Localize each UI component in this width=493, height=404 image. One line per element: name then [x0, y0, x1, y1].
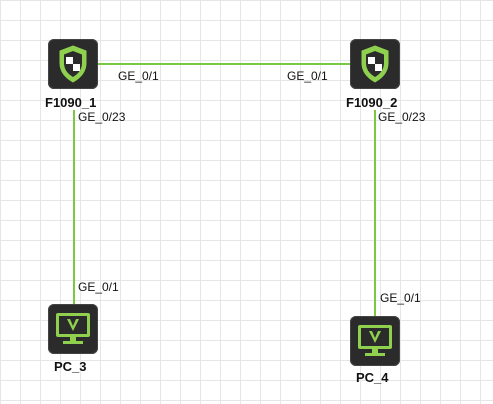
pc-monitor-icon — [56, 313, 90, 344]
firewall-node-f1090-2[interactable] — [350, 39, 400, 89]
pc-monitor-icon — [358, 325, 392, 356]
pc-node-pc-4[interactable] — [350, 316, 400, 366]
device-label-pc-4: PC_4 — [356, 370, 389, 385]
firewall-shield-icon — [361, 45, 389, 83]
device-label-f1090-2: F1090_2 — [346, 95, 398, 110]
firewall-shield-icon — [59, 45, 87, 83]
pc-node-pc-3[interactable] — [48, 304, 98, 354]
port-label-pc-3-ge-0-1: GE_0/1 — [78, 280, 119, 294]
port-label-f1090-1-ge-0-1: GE_0/1 — [118, 69, 159, 83]
port-label-f1090-2-ge-0-1: GE_0/1 — [287, 69, 328, 83]
firewall-node-f1090-1[interactable] — [48, 39, 98, 89]
device-label-pc-3: PC_3 — [54, 359, 87, 374]
link-f1090-2-to-pc-4[interactable] — [374, 110, 376, 316]
port-label-f1090-2-ge-0-23: GE_0/23 — [378, 110, 426, 124]
link-f1090-1-to-f1090-2[interactable] — [98, 63, 350, 65]
device-label-f1090-1: F1090_1 — [45, 95, 97, 110]
port-label-pc-4-ge-0-1: GE_0/1 — [380, 291, 421, 305]
port-label-f1090-1-ge-0-23: GE_0/23 — [78, 110, 126, 124]
link-f1090-1-to-pc-3[interactable] — [73, 110, 75, 304]
